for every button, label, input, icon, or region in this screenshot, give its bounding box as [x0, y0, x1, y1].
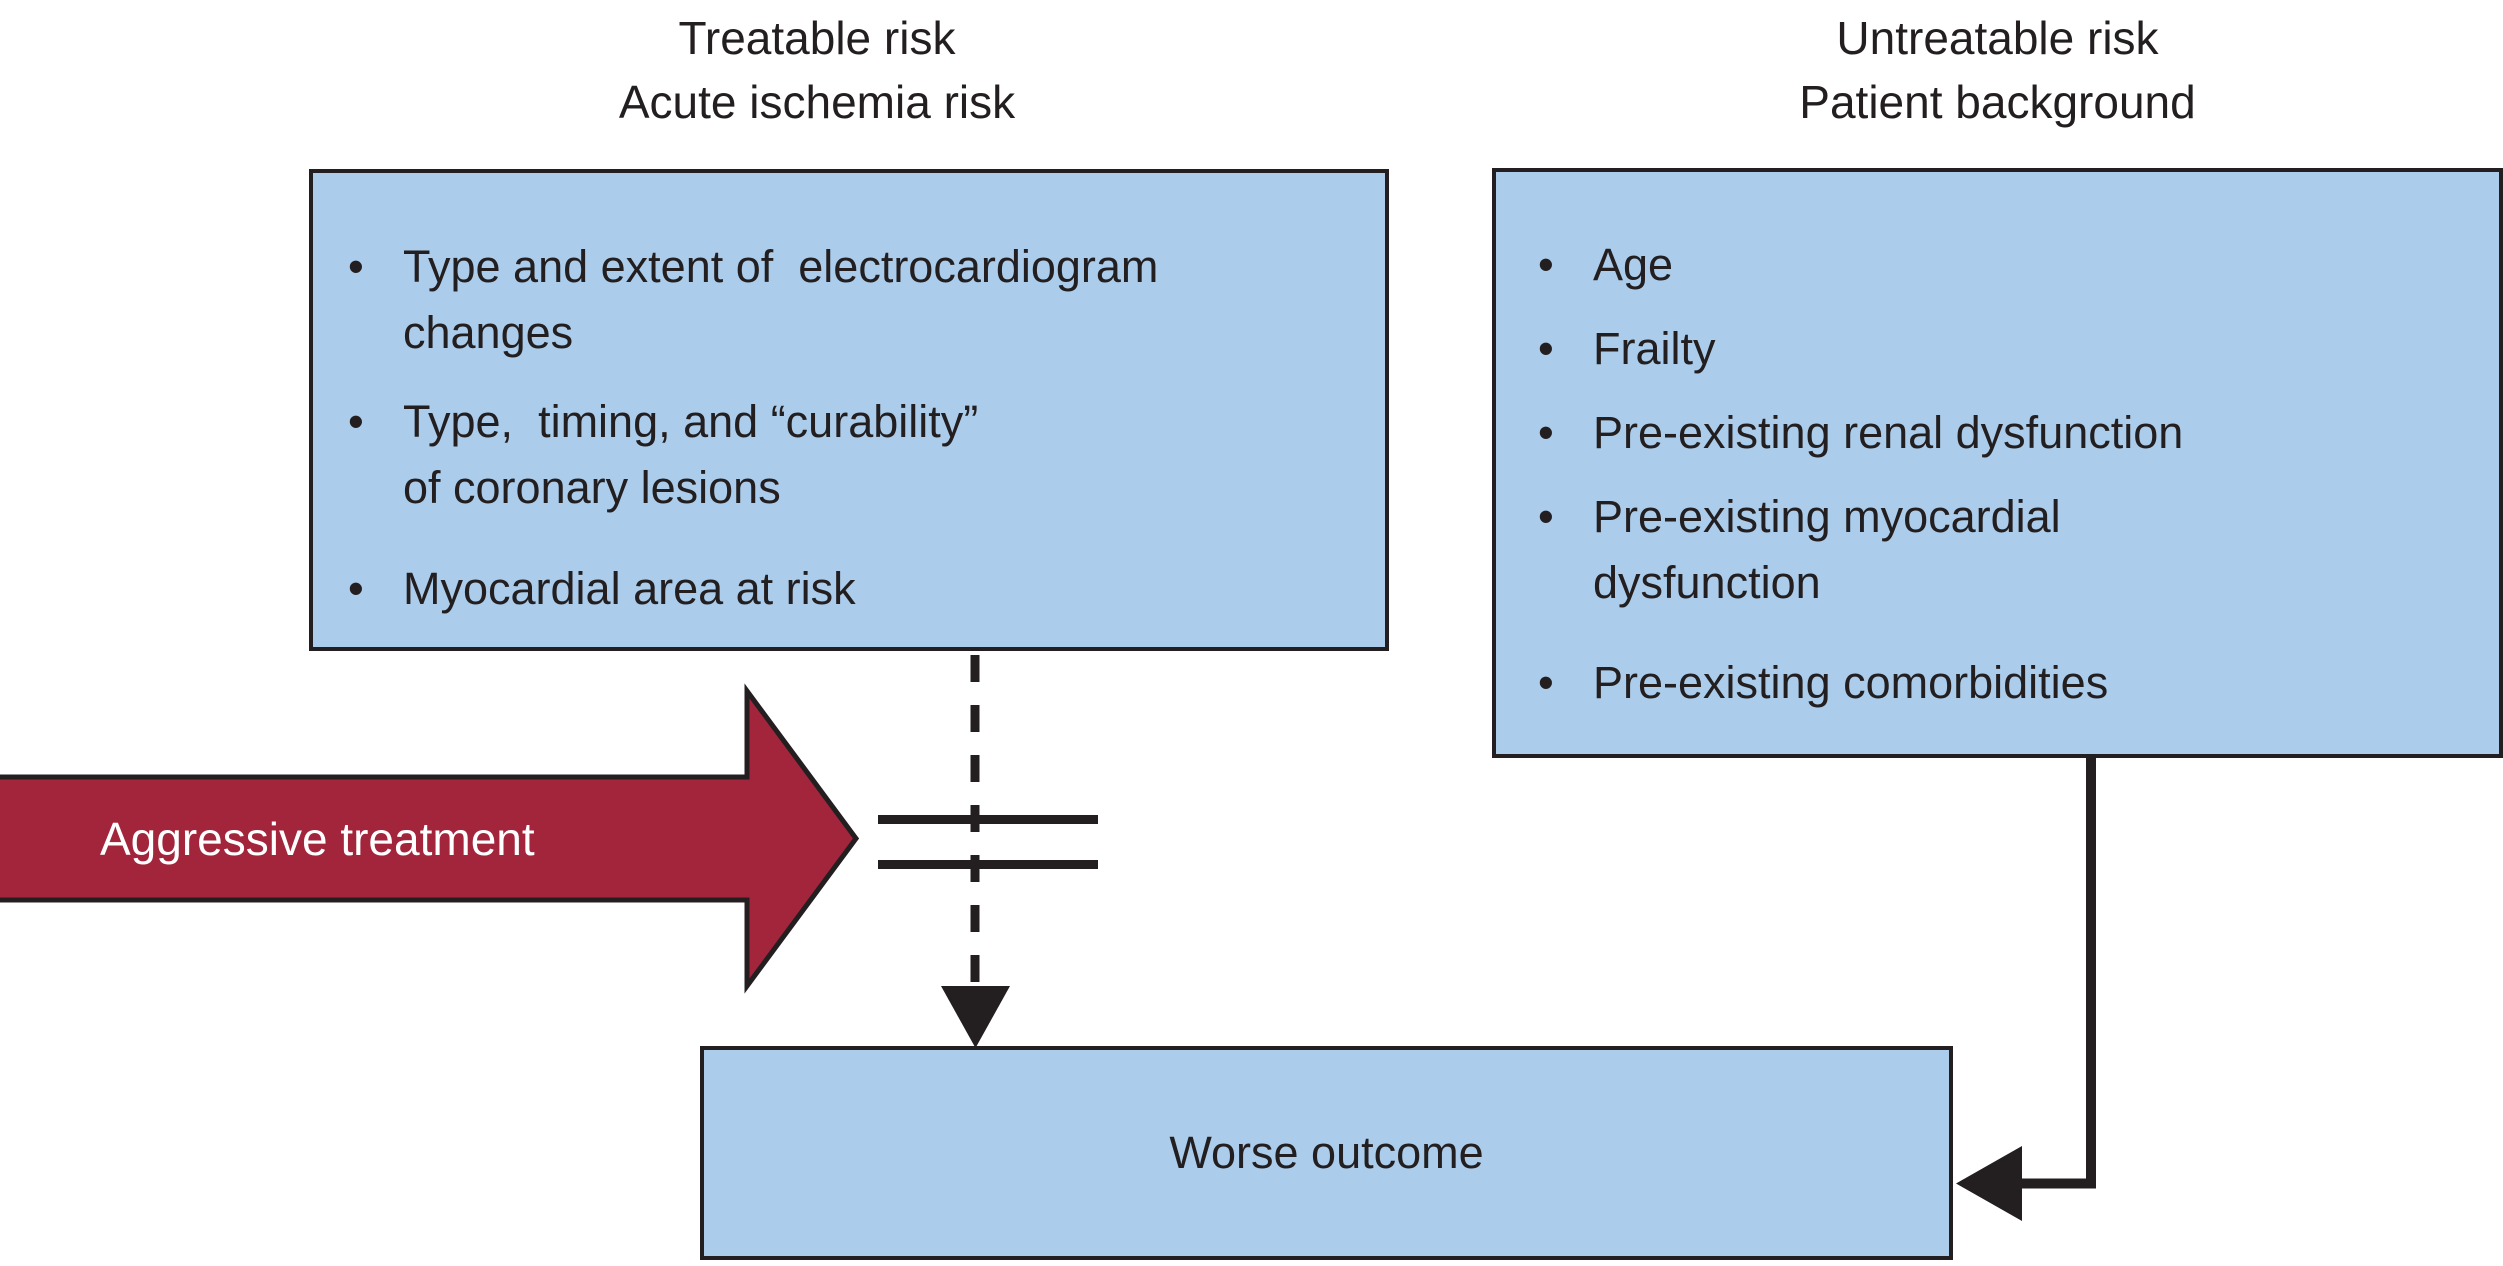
list-item-line: Age	[1593, 239, 1674, 290]
list-item-line: Pre-existing myocardial	[1593, 491, 2061, 542]
list-item-text: Type, timing, and “curability” of corona…	[403, 389, 1370, 521]
list-item-line: Type and extent of electrocardiogram	[403, 241, 1159, 292]
aggressive-treatment-arrow	[0, 683, 860, 994]
bullet-icon: •	[348, 241, 364, 292]
list-item-text: Pre-existing myocardial dysfunction	[1593, 484, 2484, 616]
untreatable-risk-title: Untreatable risk Patient background	[1492, 0, 2503, 134]
bullet-icon: •	[1538, 491, 1554, 542]
bullet-icon: •	[1538, 407, 1554, 458]
list-item-text: Pre-existing comorbidities	[1593, 650, 2484, 716]
title-line: Acute ischemia risk	[618, 76, 1016, 128]
bullet-icon: •	[348, 396, 364, 447]
title-line: Treatable risk	[678, 12, 956, 64]
risk-factor-list: • Type and extent of electrocardiogram c…	[313, 173, 1385, 622]
list-item-line: of coronary lesions	[403, 462, 781, 513]
worse-outcome-box: Worse outcome	[700, 1046, 1953, 1260]
list-item-line: changes	[403, 307, 574, 358]
list-item-text: Age	[1593, 232, 2484, 298]
list-item: • Frailty	[1538, 316, 2484, 382]
list-item: • Type, timing, and “curability” of coro…	[348, 389, 1370, 521]
list-item-text: Type and extent of electrocardiogram cha…	[403, 234, 1370, 366]
bullet-icon: •	[1538, 239, 1554, 290]
down-arrowhead-icon	[941, 986, 1010, 1048]
list-item: • Type and extent of electrocardiogram c…	[348, 234, 1370, 366]
list-item-text: Pre-existing renal dysfunction	[1593, 400, 2484, 466]
list-item-line: Myocardial area at risk	[403, 563, 856, 614]
list-item: • Age	[1538, 232, 2484, 298]
bullet-icon: •	[1538, 657, 1554, 708]
list-item-text: Frailty	[1593, 316, 2484, 382]
list-item-text: Myocardial area at risk	[403, 556, 1370, 622]
treatable-risk-title: Treatable risk Acute ischemia risk	[309, 0, 1325, 134]
aggressive-treatment-label: Aggressive treatment	[100, 812, 535, 865]
aggressive-treatment-label-container: Aggressive treatment	[0, 777, 747, 900]
list-item-line: Pre-existing comorbidities	[1593, 657, 2109, 708]
bullet-icon: •	[1538, 323, 1554, 374]
worse-outcome-label: Worse outcome	[1169, 1127, 1484, 1178]
title-line: Patient background	[1799, 76, 2196, 128]
title-line: Untreatable risk	[1836, 12, 2159, 64]
bullet-icon: •	[348, 563, 364, 614]
list-item: • Myocardial area at risk	[348, 556, 1370, 622]
list-item: • Pre-existing comorbidities	[1538, 650, 2484, 716]
risk-factor-list: • Age • Frailty • Pre-existing renal dys…	[1496, 172, 2499, 716]
acute-ischemia-risk-box: • Type and extent of electrocardiogram c…	[309, 169, 1389, 651]
left-arrowhead-icon	[1956, 1146, 2022, 1221]
list-item: • Pre-existing myocardial dysfunction	[1538, 484, 2484, 616]
list-item: • Pre-existing renal dysfunction	[1538, 400, 2484, 466]
list-item-line: Type, timing, and “curability”	[403, 396, 979, 447]
right-angle-connector	[2020, 758, 2096, 1189]
patient-background-box: • Age • Frailty • Pre-existing renal dys…	[1492, 168, 2503, 758]
list-item-line: Pre-existing renal dysfunction	[1593, 407, 2184, 458]
list-item-line: dysfunction	[1593, 557, 1821, 608]
list-item-line: Frailty	[1593, 323, 1716, 374]
